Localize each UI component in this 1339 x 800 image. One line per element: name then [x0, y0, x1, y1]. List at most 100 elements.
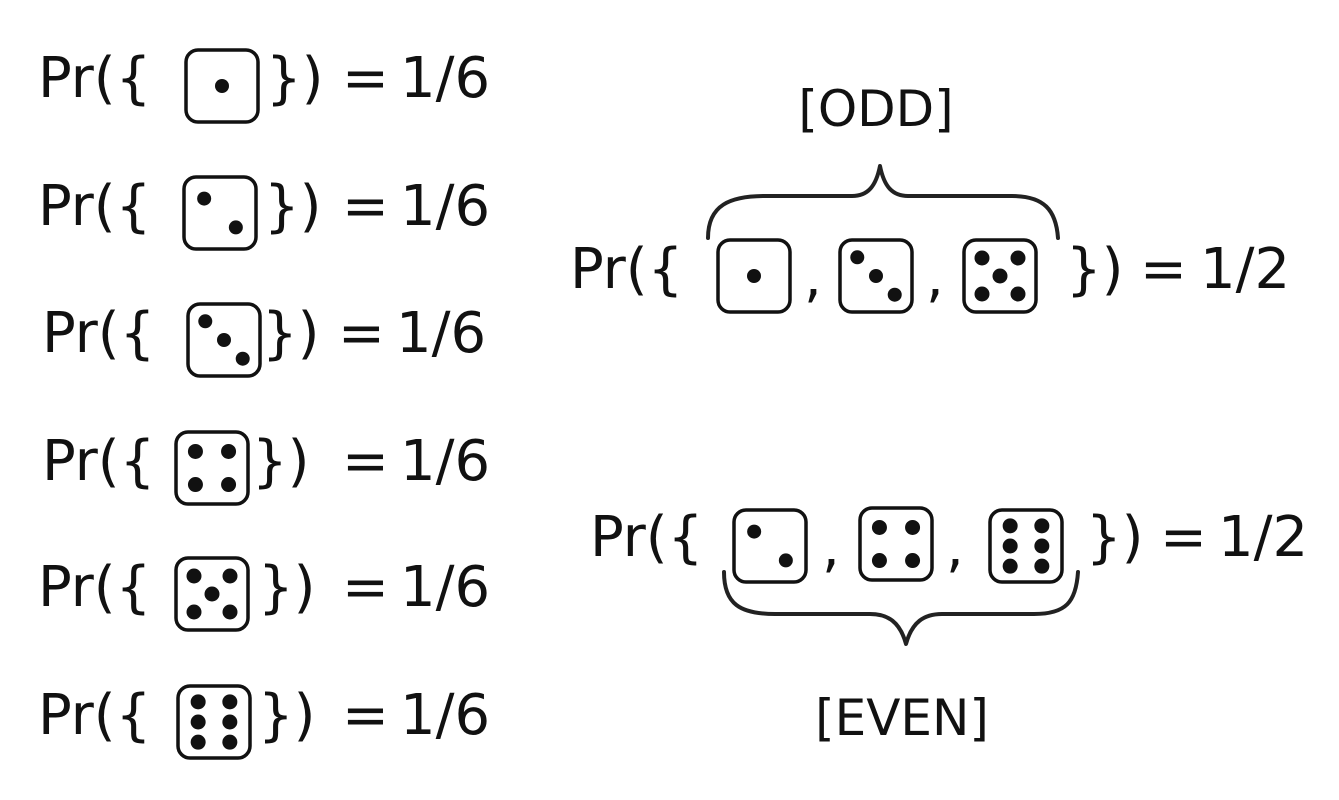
row-6-die [176, 684, 252, 760]
left-row-3: Pr({ }) = 1/6 [42, 301, 486, 378]
die-pip [905, 553, 921, 569]
die-pip [187, 477, 203, 493]
die-pip [221, 443, 237, 459]
odd-value: 1/2 [1200, 237, 1290, 302]
die-pip [1002, 538, 1018, 554]
row-4-die [174, 430, 250, 506]
die-pip [871, 519, 887, 535]
die-pip [778, 553, 793, 568]
row-3-prefix: Pr({ [42, 301, 155, 366]
odd-suffix: }) [1066, 237, 1123, 302]
die-pip [228, 220, 243, 235]
die-pip [222, 694, 238, 710]
die-pip [887, 287, 902, 302]
row-5-prefix: Pr({ [38, 555, 151, 620]
even-die-1 [732, 508, 808, 584]
die-face [182, 175, 258, 251]
row-6-value: 1/6 [400, 683, 490, 748]
die-pip [1002, 558, 1018, 574]
die-pip [1002, 518, 1018, 534]
die-pip [974, 250, 990, 266]
even-die-3 [988, 508, 1064, 584]
row-3-equals: = [338, 301, 385, 366]
left-row-6: Pr({ }) = 1/6 [38, 683, 490, 760]
row-4-value: 1/6 [400, 429, 490, 494]
odd-equals: = [1140, 237, 1187, 302]
even-equals: = [1160, 505, 1207, 570]
die-pip [187, 443, 203, 459]
row-5-equals: = [342, 555, 389, 620]
row-5-die [174, 556, 250, 632]
row-6-suffix: }) [258, 683, 315, 748]
die-pip [186, 604, 202, 620]
row-2-value: 1/6 [400, 174, 490, 239]
die-pip [850, 250, 865, 265]
row-2-die [182, 175, 258, 251]
die-pip [1034, 558, 1050, 574]
die-pip [222, 604, 238, 620]
die-pip [190, 734, 206, 750]
row-2-equals: = [342, 174, 389, 239]
die-pip [747, 524, 762, 539]
die-pip [217, 333, 231, 347]
odd-separator-1: , [804, 245, 822, 310]
row-5-suffix: }) [258, 555, 315, 620]
odd-separator-2: , [926, 245, 944, 310]
die-pip [992, 268, 1008, 284]
die-pip [1034, 518, 1050, 534]
die-pip [198, 314, 213, 329]
row-1-die [184, 48, 260, 124]
die-pip [235, 351, 250, 366]
left-row-2: Pr({ }) = 1/6 [38, 174, 490, 251]
die-face [174, 430, 250, 506]
die-face [988, 508, 1064, 584]
row-1-equals: = [342, 46, 389, 111]
row-3-suffix: }) [262, 301, 319, 366]
die-face [176, 684, 252, 760]
die-pip [190, 714, 206, 730]
row-2-suffix: }) [264, 174, 321, 239]
die-pip [204, 586, 220, 602]
odd-brace [706, 164, 1060, 240]
left-row-4: Pr({ }) = 1/6 [42, 429, 490, 506]
row-1-suffix: }) [266, 46, 323, 111]
even-brace [722, 570, 1080, 646]
row-5-value: 1/6 [400, 555, 490, 620]
left-row-1: Pr({ }) = 1/6 [38, 46, 490, 124]
odd-die-1 [716, 238, 792, 314]
row-4-suffix: }) [252, 429, 309, 494]
die-pip [197, 191, 212, 206]
odd-die-3 [962, 238, 1038, 314]
odd-die-2 [838, 238, 914, 314]
die-pip [871, 553, 887, 569]
die-pip [221, 477, 237, 493]
die-face [858, 506, 934, 582]
even-separator-2: , [946, 515, 964, 580]
row-4-prefix: Pr({ [42, 429, 155, 494]
odd-prefix: Pr({ [570, 237, 683, 302]
die-pip [186, 568, 202, 584]
row-4-equals: = [342, 429, 389, 494]
die-pip [869, 269, 883, 283]
die-pip [222, 714, 238, 730]
even-suffix: }) [1086, 505, 1143, 570]
row-6-prefix: Pr({ [38, 683, 151, 748]
die-pip [747, 269, 761, 283]
odd-group: [ODD] Pr({ , , }) = 1/2 [570, 80, 1290, 314]
die-pip [1034, 538, 1050, 554]
row-3-die [186, 302, 262, 378]
odd-label: [ODD] [798, 80, 953, 138]
left-row-5: Pr({ }) = 1/6 [38, 555, 490, 632]
row-1-value: 1/6 [400, 46, 490, 111]
even-separator-1: , [822, 515, 840, 580]
even-value: 1/2 [1218, 505, 1308, 570]
die-pip [190, 694, 206, 710]
die-pip [1010, 250, 1026, 266]
die-pip [222, 734, 238, 750]
die-pip [222, 568, 238, 584]
row-6-equals: = [342, 683, 389, 748]
even-prefix: Pr({ [590, 505, 703, 570]
even-label: [EVEN] [815, 689, 989, 747]
row-2-prefix: Pr({ [38, 174, 151, 239]
